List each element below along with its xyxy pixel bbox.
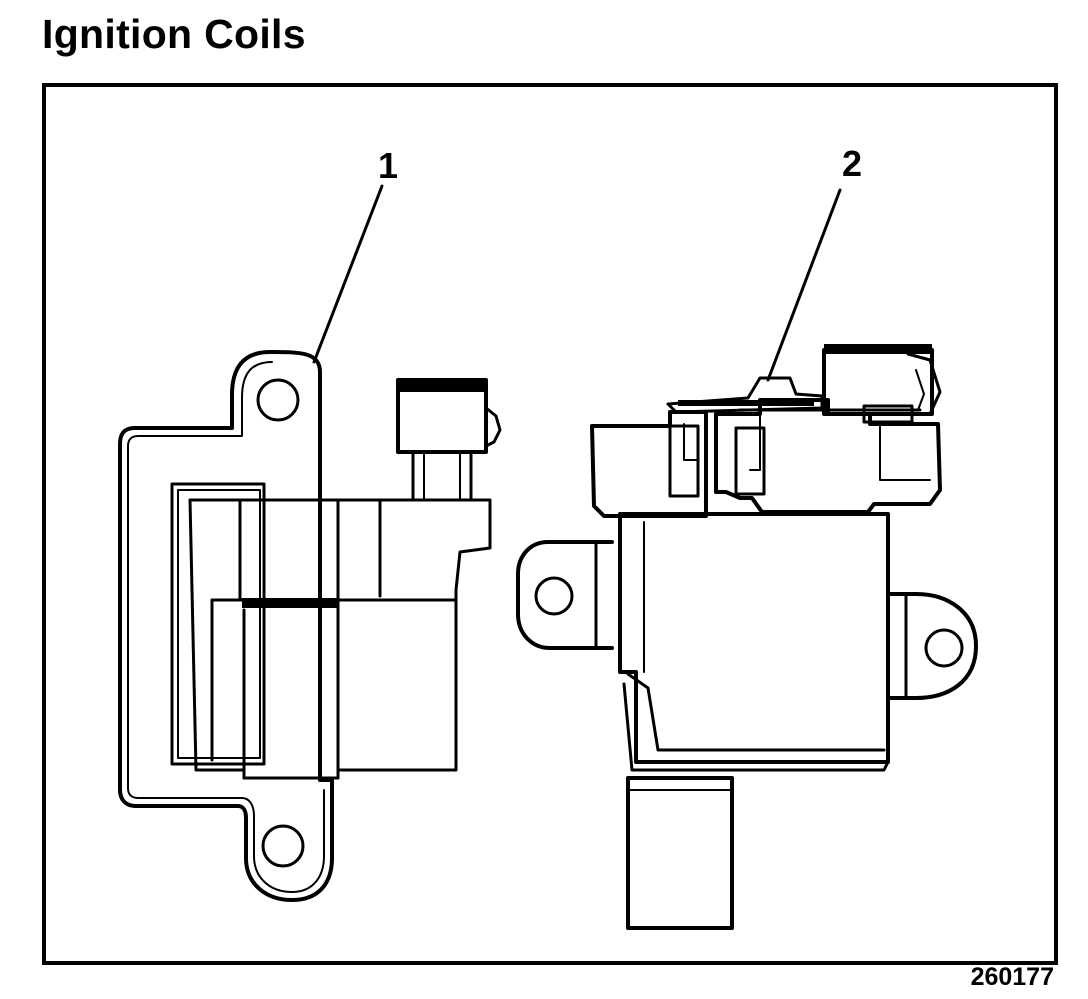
callout-2-label: 2	[842, 143, 862, 184]
ignition-coil-2	[516, 344, 978, 930]
coil-2-boot	[626, 776, 734, 930]
callout-1-label: 1	[378, 145, 398, 186]
figure-number: 260177	[970, 963, 1054, 991]
coil-1-bracket	[118, 350, 334, 902]
coil-2-right-mount-hole	[924, 628, 964, 668]
callout-2-leader	[766, 188, 842, 382]
coil-2-top-cap	[590, 410, 708, 518]
coil-2-connector	[822, 348, 934, 416]
ignition-coil-1	[118, 350, 502, 902]
coil-1-mount-hole-bottom	[261, 824, 305, 868]
coil-2-right-ear	[886, 592, 978, 700]
page-title: Ignition Coils	[42, 11, 306, 57]
coil-2-left-mount-hole	[534, 576, 574, 616]
coil-2-left-ear	[516, 540, 614, 650]
coil-2-terminal-tab	[666, 376, 824, 414]
coil-2-body	[618, 512, 890, 764]
coil-1-housing	[188, 498, 492, 780]
figure-frame	[42, 83, 1058, 965]
callout-1-leader	[312, 184, 384, 364]
coil-1-mount-hole-top	[256, 378, 300, 422]
